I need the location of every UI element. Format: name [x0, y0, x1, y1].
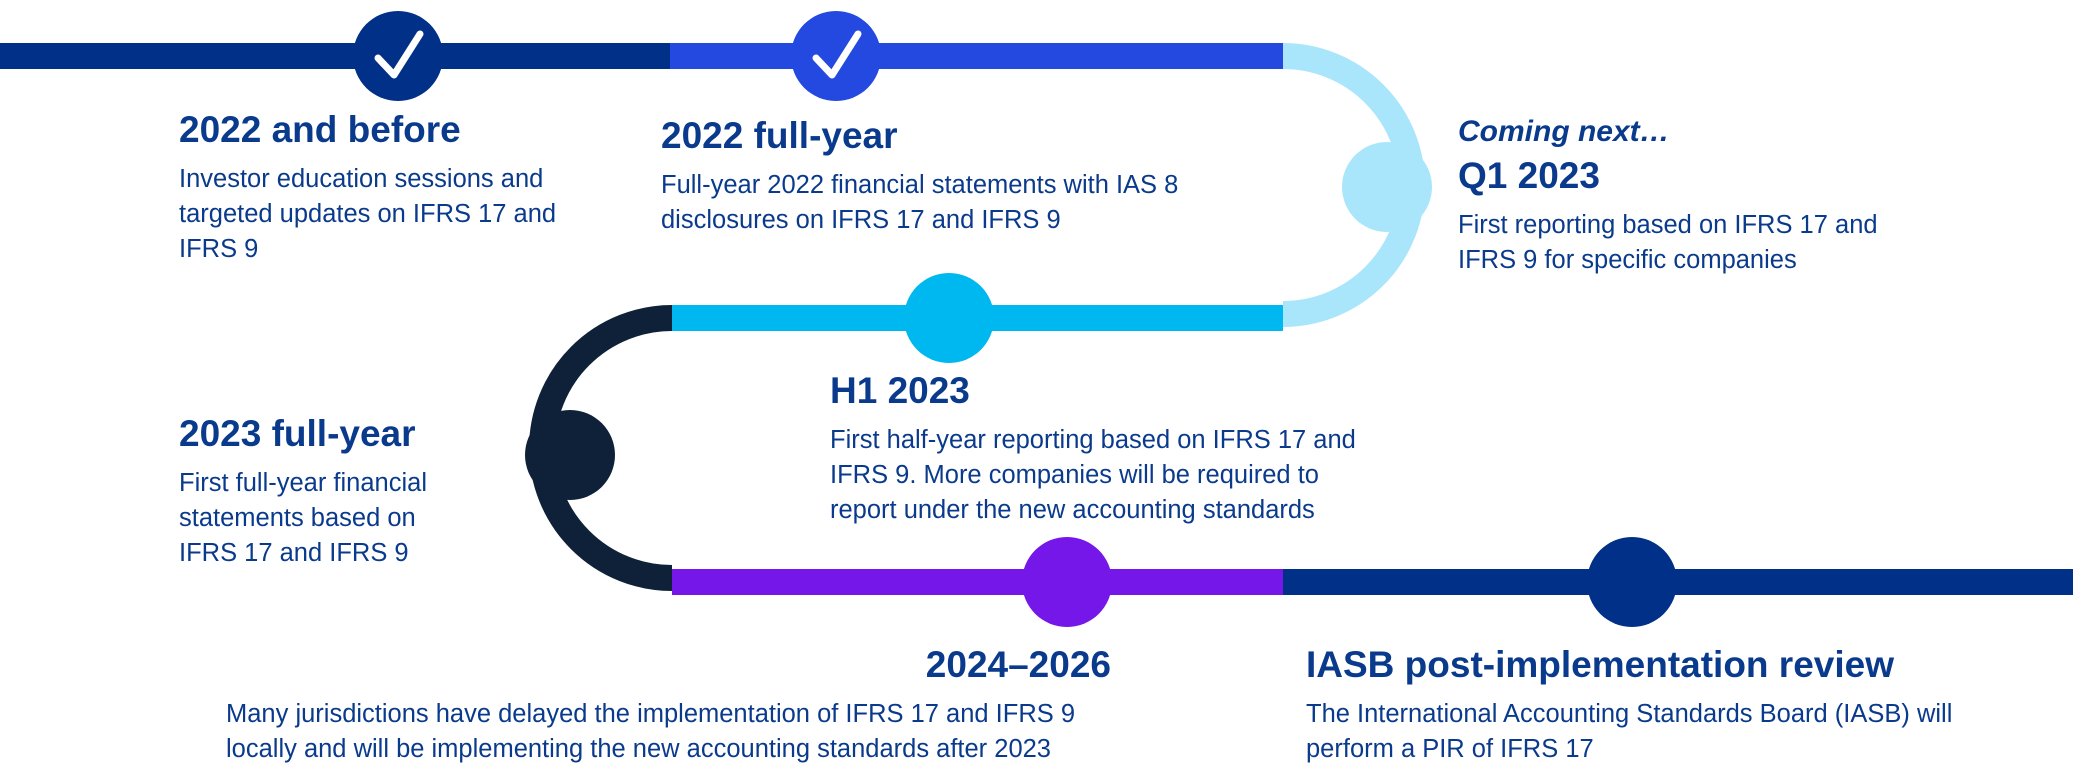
node-2023-full-year	[525, 410, 615, 500]
milestone-iasb-pir: IASB post-implementation review The Inte…	[1306, 643, 2036, 767]
milestone-2022-full-year: 2022 full-year Full-year 2022 financial …	[661, 114, 1221, 238]
milestone-title: Q1 2023	[1458, 155, 1600, 196]
milestone-title: 2023 full-year	[179, 413, 416, 454]
node-2022-full-year	[791, 11, 881, 101]
milestone-h1-2023: H1 2023 First half-year reporting based …	[830, 369, 1370, 528]
node-iasb-pir	[1587, 537, 1677, 627]
node-q1-2023	[1342, 142, 1432, 232]
milestone-description: Many jurisdictions have delayed the impl…	[226, 700, 1076, 763]
milestone-title: IASB post-implementation review	[1306, 644, 1894, 685]
milestone-2023-full-year: 2023 full-year First full-year financial…	[179, 412, 479, 571]
milestone-description: First full-year financial statements bas…	[179, 469, 427, 567]
node-2024-2026	[1022, 537, 1112, 627]
milestone-2022-before: 2022 and before Investor education sessi…	[179, 108, 599, 267]
milestone-title: H1 2023	[830, 370, 970, 411]
milestone-q1-2023: Coming next… Q1 2023 First reporting bas…	[1458, 114, 1888, 278]
node-h1-2023	[904, 273, 994, 363]
milestone-2024-2026: 2024–2026 Many jurisdictions have delaye…	[200, 643, 1111, 767]
check-icon	[374, 30, 424, 79]
milestone-description: Full-year 2022 financial statements with…	[661, 171, 1179, 234]
milestone-title: 2024–2026	[925, 644, 1111, 685]
check-icon	[812, 30, 862, 79]
milestone-description: First reporting based on IFRS 17 and IFR…	[1458, 211, 1878, 274]
milestone-description: First half-year reporting based on IFRS …	[830, 426, 1356, 524]
milestone-title: 2022 and before	[179, 109, 461, 150]
milestone-title: 2022 full-year	[661, 115, 898, 156]
milestone-description: The International Accounting Standards B…	[1306, 700, 1953, 763]
milestone-kicker: Coming next…	[1458, 115, 1670, 148]
milestone-description: Investor education sessions and targeted…	[179, 165, 557, 263]
node-2022-before	[353, 11, 443, 101]
